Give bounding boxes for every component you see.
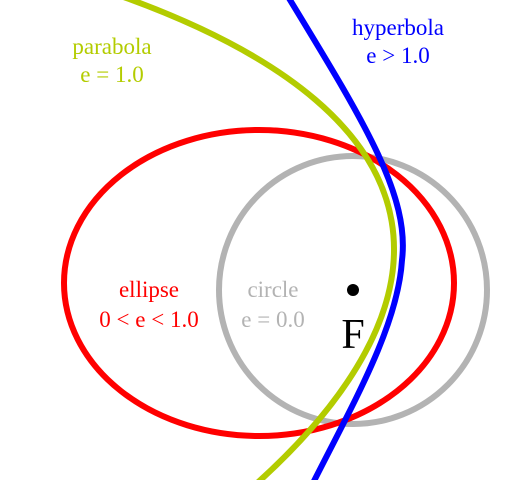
parabola-curve [122, 0, 397, 480]
ellipse-label: ellipse [119, 277, 179, 302]
circle-eccentricity-label: e = 0.0 [241, 307, 304, 332]
parabola-eccentricity-label: e = 1.0 [80, 62, 143, 87]
parabola-label: parabola [72, 34, 151, 59]
focus-point [347, 284, 359, 296]
ellipse-curve [61, 127, 457, 439]
ellipse-eccentricity-label: 0 < e < 1.0 [99, 307, 198, 332]
focus-label: F [341, 312, 364, 358]
hyperbola-eccentricity-label: e > 1.0 [366, 43, 429, 68]
circle-curve [216, 153, 490, 427]
circle-label: circle [247, 277, 298, 302]
hyperbola-curve [286, 0, 406, 480]
hyperbola-label: hyperbola [352, 15, 444, 40]
